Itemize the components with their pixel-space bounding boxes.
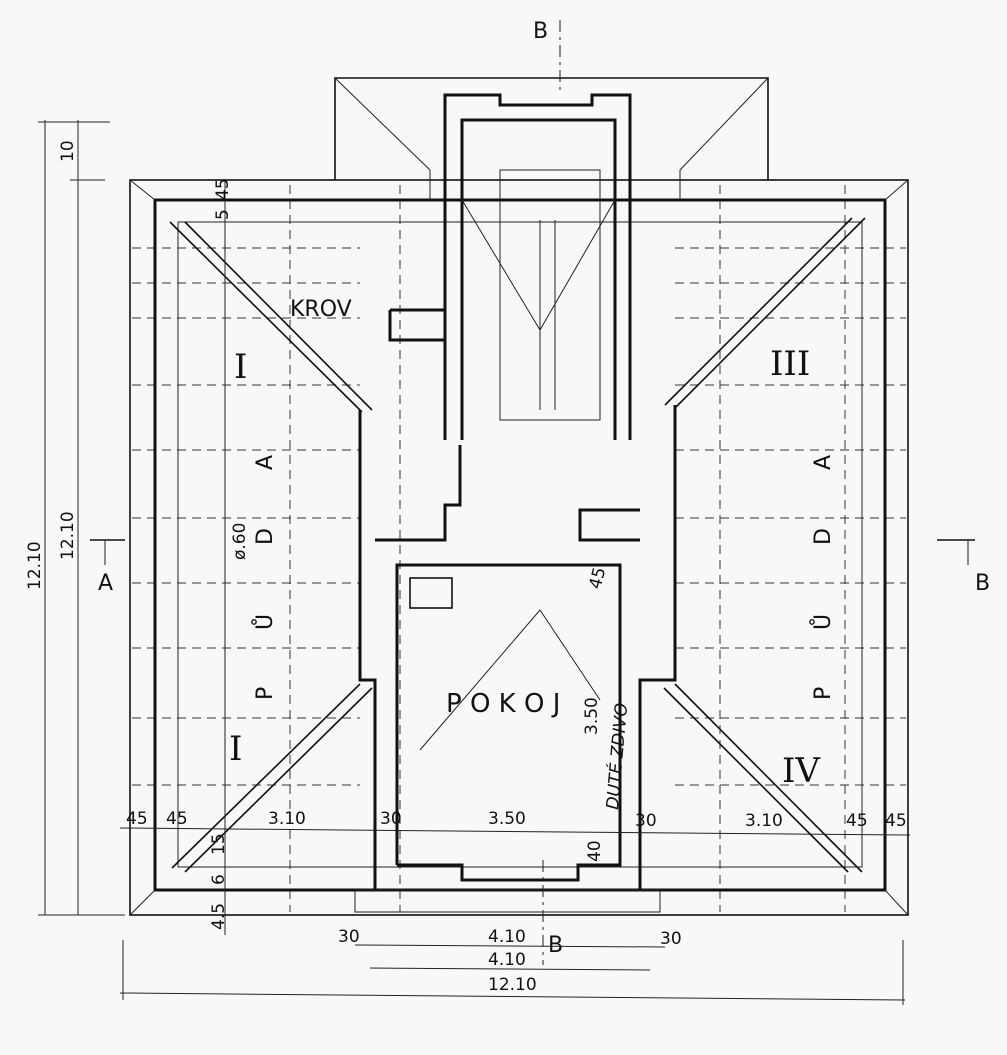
- roof-label: KROV: [290, 297, 352, 322]
- roof-section-1-bottom: I: [229, 729, 242, 769]
- attic-left-a: A: [253, 455, 278, 470]
- dim-room-height: 3.50: [582, 697, 602, 735]
- roof-hips: [169, 217, 866, 873]
- hollow-wall-label: DUTÉ ZDIVO: [601, 702, 632, 810]
- dim-bottom-6: 6: [209, 874, 229, 885]
- dim-row-3: 30: [380, 809, 402, 829]
- roof-section-4: IV: [782, 751, 821, 791]
- dim-row-1: 45: [166, 809, 188, 829]
- dim-bottom-30-left: 30: [338, 927, 360, 947]
- dim-bottom-410-a: 4.10: [488, 927, 526, 947]
- dim-row-0: 45: [126, 809, 148, 829]
- dim-top-45: 45: [213, 178, 233, 200]
- dim-row-2: 3.10: [268, 809, 306, 829]
- dim-row-7: 45: [846, 811, 868, 831]
- roof-section-1-top: I: [234, 347, 247, 387]
- dim-left-total-outer: 12.10: [25, 541, 45, 590]
- dimension-lines: [38, 20, 975, 1005]
- section-b-right: B: [975, 571, 990, 596]
- dim-bottom-30-right: 30: [660, 929, 682, 949]
- attic-left-d: D: [253, 528, 278, 545]
- stair-tower: [358, 93, 677, 892]
- roof-section-3: III: [770, 344, 810, 384]
- attic-right-p: P: [811, 687, 836, 700]
- section-a-left: A: [98, 571, 113, 596]
- dim-bottom-45: 4.5: [209, 903, 229, 930]
- dim-row-5: 30: [635, 811, 657, 831]
- section-b-bottom: B: [548, 933, 563, 958]
- diameter-label: ø.60: [230, 523, 250, 560]
- dim-row-6: 3.10: [745, 811, 783, 831]
- attic-right-a: A: [811, 455, 836, 470]
- dim-bottom-15: 15: [209, 833, 229, 855]
- room-label: P O K O J: [446, 689, 560, 719]
- room-pokoj: [354, 563, 661, 913]
- dim-wall-40: 40: [585, 840, 605, 862]
- dim-row-4: 3.50: [488, 809, 526, 829]
- dim-left-top: 10: [58, 140, 78, 162]
- dim-side-45: 45: [586, 565, 611, 591]
- attic-right-u: Ů: [809, 614, 836, 630]
- dim-row-8: 45: [885, 811, 907, 831]
- dim-bottom-410-b: 4.10: [488, 950, 526, 970]
- dim-bottom-total: 12.10: [488, 975, 537, 995]
- attic-left-u: Ů: [251, 614, 278, 630]
- attic-right-d: D: [811, 528, 836, 545]
- dim-top-5: 5: [213, 209, 233, 220]
- section-b-top: B: [533, 19, 548, 44]
- dim-left-total-inner: 12.10: [58, 511, 78, 560]
- attic-left-p: P: [253, 687, 278, 700]
